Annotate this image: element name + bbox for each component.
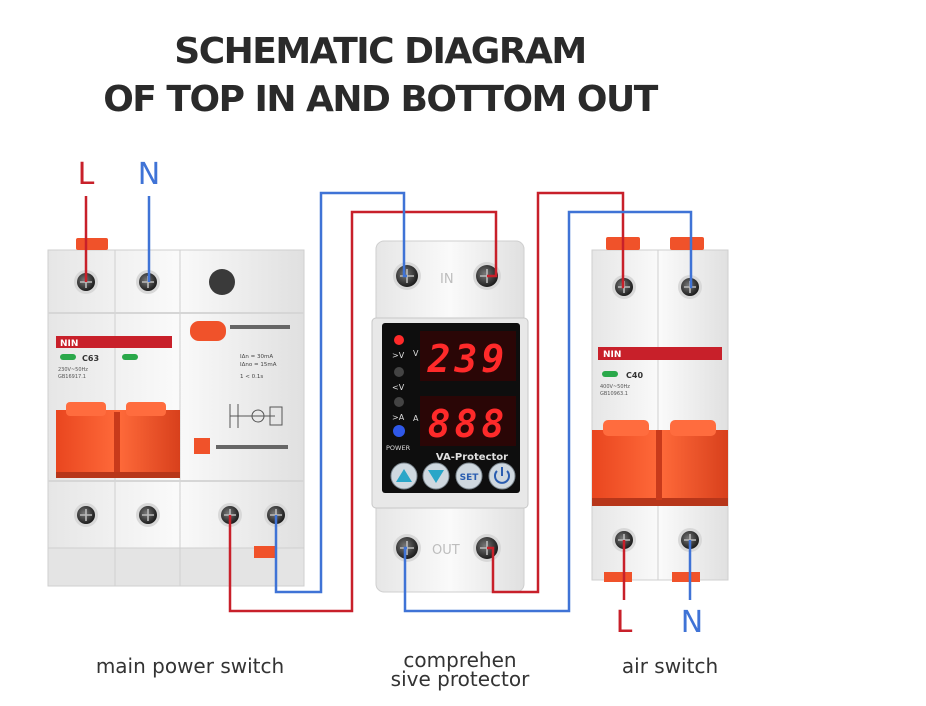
label-v: V xyxy=(413,349,419,358)
input-live-label: L xyxy=(78,157,95,192)
screw-main-out-2 xyxy=(136,503,160,527)
wire-protector-to-air-live xyxy=(487,191,625,594)
output-live-label: L xyxy=(616,605,633,640)
air-brand-band xyxy=(598,347,722,360)
caption-air-switch: air switch xyxy=(621,654,719,678)
caption-protector-line-2: sive protector xyxy=(390,667,530,691)
ind-over-a: >A xyxy=(392,413,405,422)
air-top-clip-r xyxy=(670,237,704,250)
led-power xyxy=(393,425,405,437)
down-button-icon xyxy=(428,470,444,483)
voltage-display xyxy=(420,331,516,381)
current-readout: 888 xyxy=(428,402,509,446)
air-rating: C40 xyxy=(626,371,643,380)
protector-name: VA-Protector xyxy=(436,452,508,463)
protector-in-label: IN xyxy=(440,272,454,287)
input-neutral-label: N xyxy=(138,157,160,192)
air-indicator xyxy=(602,371,618,377)
screw-main-out-1 xyxy=(74,503,98,527)
main-brand: NIN xyxy=(60,339,78,349)
ind-under-v: <V xyxy=(392,383,405,392)
ind-over-v: >V xyxy=(392,351,405,360)
rcd-circuit-icon xyxy=(229,404,283,428)
power-button-icon xyxy=(494,467,510,484)
test-button xyxy=(190,321,226,341)
current-display xyxy=(420,396,516,446)
led-over-voltage xyxy=(394,335,404,345)
wire-protector-to-air-neutral xyxy=(403,210,693,613)
protector-out-label: OUT xyxy=(432,543,460,558)
air-spec-1: 400V~50Hz xyxy=(600,384,630,390)
main-top-clip-l xyxy=(76,238,108,250)
rcd-spec-2: IΔno = 15mA xyxy=(240,362,277,368)
set-button-label: SET xyxy=(460,473,480,483)
va-protector: IN OUT >V <V >A POWER V A 239 888 VA-Pro… xyxy=(371,240,529,593)
voltage-readout: 239 xyxy=(427,337,509,381)
main-indicator-2 xyxy=(122,354,138,360)
title-line-2: OF TOP IN AND BOTTOM OUT xyxy=(103,79,658,120)
air-switch: NIN C40 400V~50Hz GB10963.1 xyxy=(591,237,729,582)
up-button-icon xyxy=(396,469,412,482)
main-brand-band xyxy=(56,336,172,348)
power-label: POWER xyxy=(386,444,411,452)
wire-main-to-protector-live xyxy=(228,210,498,613)
main-spec-1: 230V~50Hz xyxy=(58,367,88,373)
main-rating: C63 xyxy=(82,354,99,363)
rcd-spec-1: IΔn = 30mA xyxy=(240,354,273,360)
wires xyxy=(84,191,693,613)
main-indicator-1 xyxy=(60,354,76,360)
caption-protector-line-1: comprehen xyxy=(403,648,517,672)
main-spec-2: GB16917.1 xyxy=(58,374,86,380)
title-line-1: SCHEMATIC DIAGRAM xyxy=(174,31,587,72)
caption-main-power-switch: main power switch xyxy=(95,654,285,678)
air-brand: NIN xyxy=(603,350,621,360)
rcd-spec-3: 1 < 0.1s xyxy=(240,374,263,380)
main-reset-indicator xyxy=(194,438,210,454)
label-a: A xyxy=(413,414,419,423)
output-neutral-label: N xyxy=(681,605,703,640)
air-spec-2: GB10963.1 xyxy=(600,391,628,397)
main-knob xyxy=(209,269,235,295)
wire-main-to-protector-neutral xyxy=(274,191,407,594)
main-power-switch: NIN C63 230V~50Hz GB16917.1 IΔn = 30mA I… xyxy=(47,238,305,587)
